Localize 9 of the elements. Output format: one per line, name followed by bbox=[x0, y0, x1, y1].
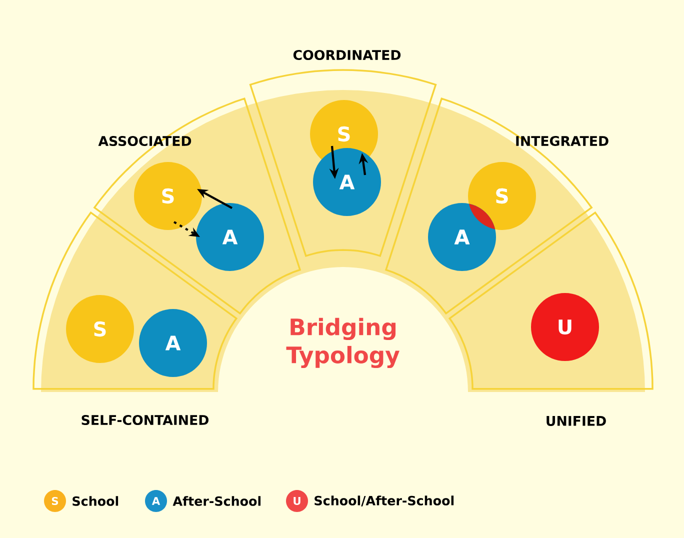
legend-label: After-School bbox=[172, 496, 260, 506]
legend-label: School bbox=[72, 496, 118, 506]
circle-marker bbox=[468, 162, 536, 230]
legend-label: School/After-School bbox=[314, 496, 454, 506]
segment-heading: UNIFIED bbox=[546, 416, 606, 426]
segment-heading: SELF-CONTAINED bbox=[82, 414, 208, 426]
segment-heading: COORDINATED bbox=[293, 50, 401, 60]
title: Bridging Typology bbox=[286, 318, 400, 368]
circle-marker bbox=[428, 203, 496, 271]
